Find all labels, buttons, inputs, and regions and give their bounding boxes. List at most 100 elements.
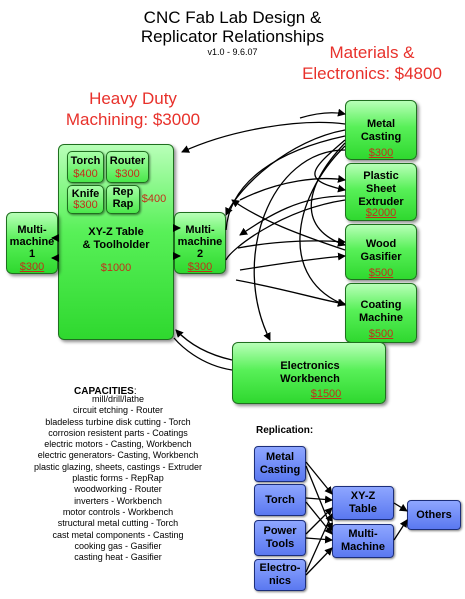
version-label: v1.0 - 9.6.07: [207, 47, 258, 57]
capacity-item: motor controls - Workbench: [62, 506, 174, 517]
electronics-workbench-line-2: Workbench: [280, 373, 340, 385]
plastic-extruder-label: Plastic Sheet Extruder: [345, 170, 417, 209]
materials-heading: Materials & Electronics: $4800: [292, 42, 452, 84]
replication-heading: Replication:: [256, 425, 314, 436]
wood-gasifier-line-2: Gasifier: [360, 251, 402, 263]
arrow-casting-to-coating: [299, 145, 346, 307]
capacity-item: electric generators- Casting, Workbench: [37, 450, 199, 461]
rep-arrow-xyz-others: [393, 502, 408, 512]
xyz-table-price: $1000: [100, 262, 132, 274]
capacity-item: cast metal components - Casting: [52, 529, 184, 540]
heavy-duty-heading-line-1: Heavy Duty: [89, 89, 177, 108]
knife-price: $300: [73, 199, 98, 211]
arrow-casting-to-gasifier: [310, 142, 346, 247]
rep-multi-machine-line-1: Multi-: [348, 528, 378, 540]
capacity-item: mill/drill/lathe: [91, 394, 144, 404]
plastic-extruder-line-1: Plastic: [363, 170, 399, 182]
torch-label: Torch: [70, 155, 101, 167]
title-line-1: CNC Fab Lab Design &: [143, 8, 322, 27]
arrow-extruder-to-multi2: [239, 195, 346, 236]
arrow-casting-to-multi2: [225, 129, 346, 216]
capacity-item: casting heat - Gasifier: [74, 552, 162, 563]
xyz-table-line-1: XY-Z Table: [88, 226, 144, 238]
rep-xyz-table-line-1: XY-Z: [350, 490, 376, 502]
capacities-heading-text: CAPACITIES: [74, 386, 134, 397]
arrow-into-casting: [299, 108, 346, 119]
rep-power-tools-line-1: Power: [263, 525, 297, 537]
electronics-workbench-label: Electronics Workbench: [250, 360, 370, 386]
wood-gasifier-price: $500: [368, 267, 394, 279]
multimachine-2-label: Multi- machine 2: [174, 224, 226, 260]
capacities-heading-colon: :: [133, 386, 137, 397]
metal-casting-line-1: Metal: [366, 118, 396, 130]
plastic-extruder-line-3: Extruder: [358, 196, 404, 208]
capacities-list: mill/drill/lathe circuit etching - Route…: [0, 394, 236, 563]
arrow-workbench-link: [173, 337, 233, 371]
reprap-price: $400: [141, 193, 167, 205]
wood-gasifier-label: Wood Gasifier: [345, 238, 417, 264]
plastic-extruder-box: [345, 163, 417, 221]
rep-arrow-torch-xyz: [305, 495, 333, 504]
rep-arrow-torch-multi: [305, 501, 333, 535]
rep-arrow-power-multi: [305, 535, 333, 544]
knife-label: Knife: [71, 188, 100, 200]
reprap-label: Rep Rap: [106, 186, 140, 210]
arrow-extruder-link: [225, 199, 346, 261]
torch-box: [67, 151, 104, 183]
arrow-into-gasifier-2: [239, 252, 346, 271]
multimachine-2-line-3: 2: [196, 248, 204, 260]
xyz-table-label: XY-Z Table & Toolholder: [58, 226, 174, 252]
electronics-workbench-price: $1500: [310, 388, 342, 400]
plastic-extruder-price: $2000: [365, 207, 397, 219]
multimachine-2-box: [174, 212, 226, 274]
coating-machine-label: Coating Machine: [345, 299, 417, 325]
rep-multi-machine-box: Multi-Machine: [332, 524, 394, 558]
plastic-extruder-line-2: Sheet: [366, 183, 396, 195]
arrow-casting-to-extruder: [314, 139, 346, 193]
capacity-item: electric motors - Casting, Workbench: [44, 439, 192, 450]
capacity-item: corrosion resistent parts - Coatings: [48, 427, 188, 438]
rep-metal-casting-line-1: Metal: [265, 451, 295, 463]
multimachine-2-line-2: machine: [177, 236, 223, 248]
capacities-heading: CAPACITIES:: [74, 381, 137, 399]
rep-multi-machine-line-2: Machine: [340, 541, 385, 553]
reprap-line-1: Rep: [112, 186, 134, 198]
metal-casting-line-2: Casting: [360, 131, 402, 143]
rep-metal-casting-line-2: Casting: [259, 464, 301, 476]
torch-price: $400: [73, 168, 98, 180]
rep-torch-box: Torch: [254, 484, 306, 516]
rep-arrow-power-xyz: [305, 507, 333, 535]
arrow-casting-to-table: [181, 121, 346, 153]
rep-others-label: Others: [416, 508, 452, 521]
capacity-item: cooking gas - Gasifier: [74, 540, 162, 551]
router-label: Router: [109, 155, 146, 167]
materials-heading-line-2: Electronics: $4800: [302, 64, 442, 83]
rep-arrow-multi-others: [393, 519, 408, 541]
multimachine-1-price: $300: [19, 261, 45, 273]
capacity-item: plastic forms - RepRap: [72, 473, 164, 484]
reprap-box: [106, 185, 140, 214]
multimachine-2-price: $300: [187, 261, 213, 273]
metal-casting-label: Metal Casting: [345, 118, 417, 144]
capacity-item: circuit etching - Router: [72, 405, 164, 416]
coating-machine-line-1: Coating: [360, 299, 402, 311]
knife-box: [67, 185, 104, 214]
materials-heading-line-1: Materials &: [329, 43, 415, 62]
xyz-table-line-2: & Toolholder: [82, 239, 150, 251]
capacity-item: woodworking - Router: [74, 484, 162, 495]
electronics-workbench-line-1: Electronics: [280, 360, 340, 372]
arrow-casting-to-workbench: [253, 149, 346, 341]
wood-gasifier-line-1: Wood: [365, 238, 397, 250]
coating-machine-line-2: Machine: [358, 312, 403, 324]
metal-casting-box: [345, 100, 417, 160]
rep-electronics-line-2: nics: [268, 575, 291, 587]
coating-machine-box: [345, 283, 417, 343]
wood-gasifier-box: [345, 224, 417, 280]
arrow-into-extruder: [239, 174, 346, 201]
multimachine-1-box: [6, 212, 58, 274]
rep-torch-label: Torch: [265, 493, 295, 506]
